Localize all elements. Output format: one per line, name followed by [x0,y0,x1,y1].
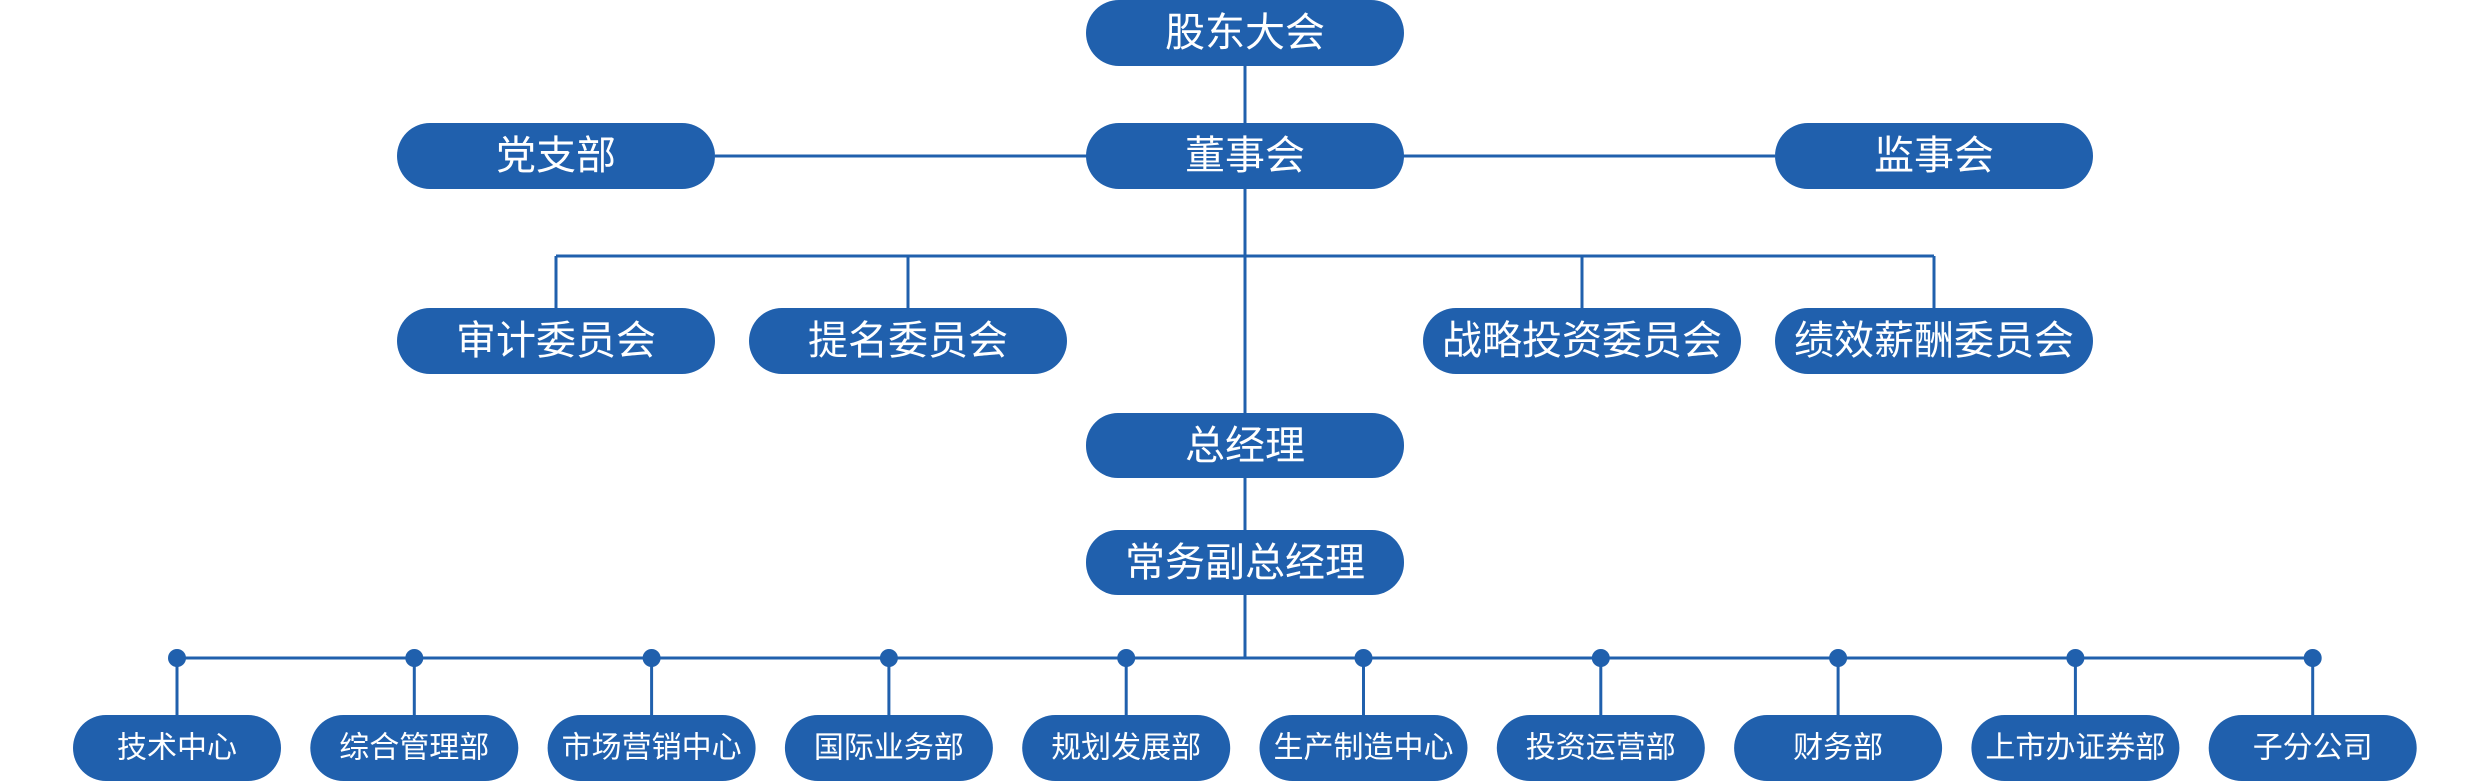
node-nomination-committee-label: 提名委员会 [808,318,1008,364]
node-compensation-committee-label: 绩效薪酬委员会 [1794,318,2074,364]
node-board-label: 董事会 [1185,133,1305,179]
department-node-label: 综合管理部 [339,731,489,766]
node-supervisors-label: 监事会 [1874,133,1994,179]
node-nomination-committee: 提名委员会 [749,308,1067,374]
connectors [177,66,2313,660]
department-node-shape [1971,715,2180,781]
department-node-label: 技术中心 [117,731,237,766]
department-node: 财务部 [1734,715,1943,781]
node-party-branch-label: 党支部 [496,133,616,179]
department-node: 综合管理部 [310,715,519,781]
department-node-shape [310,715,519,781]
department-node-shape [1734,715,1943,781]
node-compensation-committee: 绩效薪酬委员会 [1775,308,2093,374]
department-node-label: 财务部 [1793,731,1883,766]
department-node-shape [784,715,993,781]
department-node-shape [73,715,281,781]
department-node: 上市办证券部 [1971,715,2180,781]
node-shareholders: 股东大会 [1086,0,1404,66]
departments-row: 技术中心 综合管理部 市场营销中心 国际业务部 规划发展部 生产制造中心 投资运营部 财务部 上… [73,649,2417,781]
department-node: 技术中心 [73,715,281,781]
department-node-label: 生产制造中心 [1274,731,1454,766]
department-node-shape [2208,715,2417,781]
node-executive-vp-label: 常务副总经理 [1125,540,1365,586]
department-node-shape [1259,715,1468,781]
department-node-label: 上市办证券部 [1985,731,2165,766]
node-audit-committee-label: 审计委员会 [456,318,656,364]
node-general-manager: 总经理 [1086,413,1404,478]
node-party-branch: 党支部 [397,123,715,189]
node-board: 董事会 [1086,123,1404,189]
department-node-label: 子分公司 [2253,731,2373,766]
node-strategy-committee: 战略投资委员会 [1423,308,1741,374]
department-node-label: 市场营销中心 [562,731,742,766]
department-node-label: 国际业务部 [814,731,964,766]
department-node-label: 规划发展部 [1051,731,1201,766]
department-node: 生产制造中心 [1259,715,1468,781]
node-strategy-committee-label: 战略投资委员会 [1442,318,1722,364]
node-supervisors: 监事会 [1775,123,2093,189]
department-node: 投资运营部 [1496,715,1705,781]
node-shareholders-label: 股东大会 [1165,10,1325,56]
department-node-shape [1496,715,1705,781]
department-node: 规划发展部 [1022,715,1231,781]
department-node: 国际业务部 [784,715,993,781]
department-node-label: 投资运营部 [1526,731,1676,766]
node-general-manager-label: 总经理 [1185,423,1305,469]
department-node-shape [1022,715,1231,781]
department-node-shape [547,715,756,781]
node-audit-committee: 审计委员会 [397,308,715,374]
node-executive-vp: 常务副总经理 [1086,530,1404,595]
department-node: 市场营销中心 [547,715,756,781]
department-node: 子分公司 [2208,715,2417,781]
